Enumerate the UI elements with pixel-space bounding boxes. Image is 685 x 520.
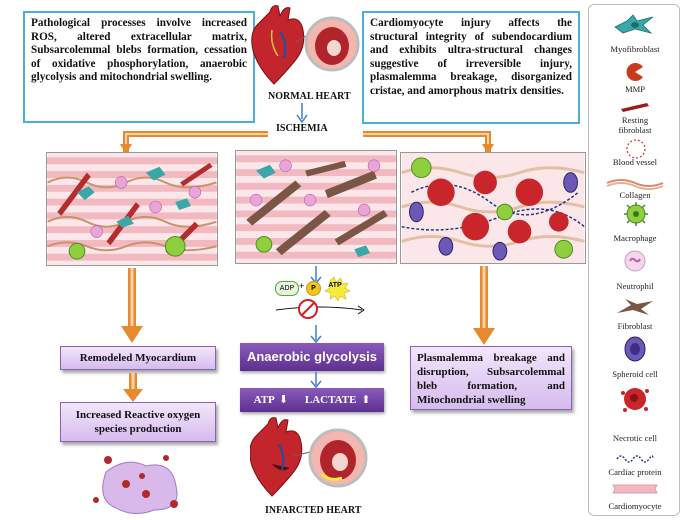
orange-down-arrow-right bbox=[473, 266, 495, 345]
legend-label-neutrophil: Neutrophil bbox=[616, 281, 654, 291]
remodeled-tissue-panel bbox=[46, 152, 218, 266]
neutrophil-icon bbox=[624, 250, 646, 272]
anaerobic-glycolysis-text: Anaerobic glycolysis bbox=[246, 349, 378, 364]
infarcted-heart-label: INFARCTED HEART bbox=[265, 505, 362, 516]
cardiomyocyte-text-box: Cardiomyocyte injury affects the structu… bbox=[362, 11, 580, 124]
phosphate-circle: P bbox=[306, 281, 321, 296]
infarcted-heart-illustration bbox=[250, 417, 368, 497]
pathology-text-box: Pathological processes involve increased… bbox=[23, 11, 255, 123]
legend-label-cardiomyocyte: Cardiomyocyte bbox=[608, 501, 662, 511]
atp-down-arrow-icon: ⬇ bbox=[278, 394, 289, 406]
legend-label-collagen: Collagen bbox=[619, 190, 651, 200]
plasmalemma-text: Plasmalemma breakage and disruption, Sub… bbox=[417, 352, 565, 406]
cardiomyocyte-text: Cardiomyocyte injury affects the structu… bbox=[370, 17, 572, 97]
legend-label-resting-fibroblast: Resting fibroblast bbox=[618, 115, 652, 135]
blood-vessel-icon bbox=[626, 139, 646, 159]
lactate-up-arrow-icon: ⬆ bbox=[361, 394, 371, 406]
legend-label-spheroid-cell: Spheroid cell bbox=[612, 369, 658, 379]
resting-fibroblast-icon bbox=[621, 103, 649, 112]
cardiac-protein-icon bbox=[616, 455, 654, 463]
fibroblast-icon bbox=[617, 299, 653, 315]
orange-down-arrow-left-2 bbox=[123, 373, 143, 402]
legend-panel: Myofibroblast MMP Resting fibroblast Blo… bbox=[588, 4, 680, 516]
atp-label: ATP bbox=[253, 394, 275, 406]
legend-label-mmp: MMP bbox=[624, 84, 646, 94]
legend-label-myofibroblast: Myofibroblast bbox=[610, 44, 660, 54]
mmp-icon bbox=[626, 63, 643, 81]
pathology-text: Pathological processes involve increased… bbox=[31, 17, 247, 84]
normal-heart-illustration bbox=[251, 5, 360, 85]
necrotic-tissue-panel bbox=[400, 152, 586, 264]
necrotic-cell-icon bbox=[621, 388, 649, 412]
spheroid-cell-icon bbox=[624, 336, 646, 362]
macrophage-icon bbox=[624, 202, 648, 226]
atp-synthesis-diagram bbox=[275, 276, 365, 319]
ros-production-box: Increased Reactive oxygen species produc… bbox=[60, 402, 216, 442]
remodeled-myocardium-text: Remodeled Myocardium bbox=[79, 352, 197, 364]
ros-cell-illustration bbox=[93, 455, 178, 514]
atp-burst-label: ATP bbox=[328, 282, 342, 289]
anaerobic-glycolysis-box: Anaerobic glycolysis bbox=[240, 343, 384, 371]
remodeled-myocardium-box: Remodeled Myocardium bbox=[60, 346, 216, 370]
ischemia-label: ISCHEMIA bbox=[276, 123, 328, 134]
legend-label-cardiac-protein: Cardiac protein bbox=[608, 467, 662, 477]
cardiomyocyte-icon bbox=[612, 484, 658, 494]
blue-down-arrow-4 bbox=[310, 372, 322, 388]
adp-pill: ADP bbox=[275, 281, 299, 296]
fibrotic-tissue-panel bbox=[235, 150, 397, 264]
plus-sign: + bbox=[299, 281, 305, 291]
legend-label-macrophage: Macrophage bbox=[613, 233, 657, 243]
blue-down-arrow-3 bbox=[310, 325, 322, 343]
collagen-icon bbox=[606, 179, 664, 190]
legend-label-blood-vessel: Blood vessel bbox=[612, 157, 658, 167]
ros-production-text: Increased Reactive oxygen species produc… bbox=[75, 409, 201, 435]
atp-lactate-box: ATP ⬇ LACTATE ⬆ bbox=[240, 388, 384, 412]
blue-down-arrow-1 bbox=[296, 103, 308, 123]
lactate-label: LACTATE bbox=[304, 394, 357, 406]
normal-heart-label: NORMAL HEART bbox=[268, 91, 351, 102]
ischemia-split-arrows bbox=[120, 131, 494, 154]
orange-down-arrow-left-1 bbox=[121, 268, 143, 343]
legend-label-fibroblast: Fibroblast bbox=[617, 321, 653, 331]
plasmalemma-box: Plasmalemma breakage and disruption, Sub… bbox=[410, 346, 572, 410]
legend-label-necrotic-cell: Necrotic cell bbox=[612, 433, 658, 443]
myofibroblast-icon bbox=[614, 14, 654, 34]
